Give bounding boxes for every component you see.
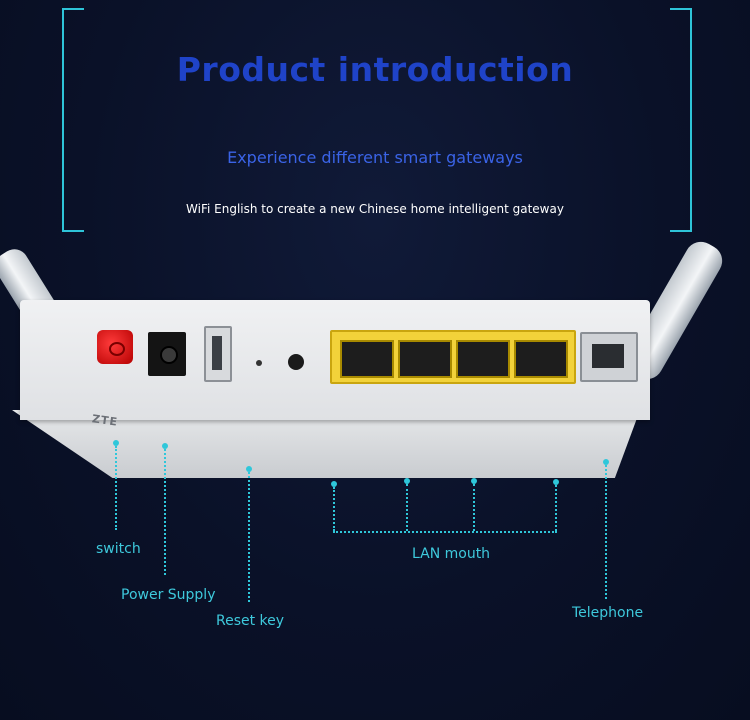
power-switch-button xyxy=(97,330,133,364)
lan-callout-line xyxy=(333,487,335,531)
power-callout-line xyxy=(164,449,166,575)
reset-callout-line xyxy=(248,472,250,602)
lan-port xyxy=(514,340,568,378)
lan-port xyxy=(340,340,394,378)
lan-callout-line xyxy=(555,485,557,531)
usb-port xyxy=(204,326,232,382)
lan-callout-line xyxy=(406,484,408,531)
page-tagline: WiFi English to create a new Chinese hom… xyxy=(186,202,564,216)
telephone-callout-line xyxy=(605,465,607,599)
power-supply-label: Power Supply xyxy=(121,587,216,603)
lan-callout-bar xyxy=(333,531,557,533)
telephone-port-slot xyxy=(592,344,624,368)
lan-callout-dot xyxy=(553,479,559,485)
lan-callout-dot xyxy=(331,481,337,487)
telephone-callout-dot xyxy=(603,459,609,465)
lan-callout-dot xyxy=(471,478,477,484)
lan-ports-frame xyxy=(330,330,576,384)
power-jack xyxy=(148,332,186,376)
page-subtitle: Experience different smart gateways xyxy=(227,148,523,167)
lan-mouth-label: LAN mouth xyxy=(412,546,491,562)
power-callout-dot xyxy=(162,443,168,449)
reset-key-label: Reset key xyxy=(216,613,285,629)
switch-icon xyxy=(109,342,125,356)
usb-port-slot xyxy=(212,336,222,370)
right-bracket-decoration xyxy=(670,8,692,232)
reset-hole xyxy=(256,360,262,366)
lan-callout-line xyxy=(473,484,475,531)
left-bracket-decoration xyxy=(62,8,84,232)
switch-callout-line xyxy=(115,446,117,530)
lan-callout-dot xyxy=(404,478,410,484)
switch-callout-dot xyxy=(113,440,119,446)
page-title: Product introduction xyxy=(176,50,574,89)
telephone-port xyxy=(580,332,638,382)
lan-port xyxy=(456,340,510,378)
lan-port xyxy=(398,340,452,378)
telephone-label: Telephone xyxy=(572,605,644,621)
switch-label: switch xyxy=(96,541,141,557)
power-jack-socket xyxy=(160,346,178,364)
wps-button xyxy=(288,354,304,370)
reset-callout-dot xyxy=(246,466,252,472)
